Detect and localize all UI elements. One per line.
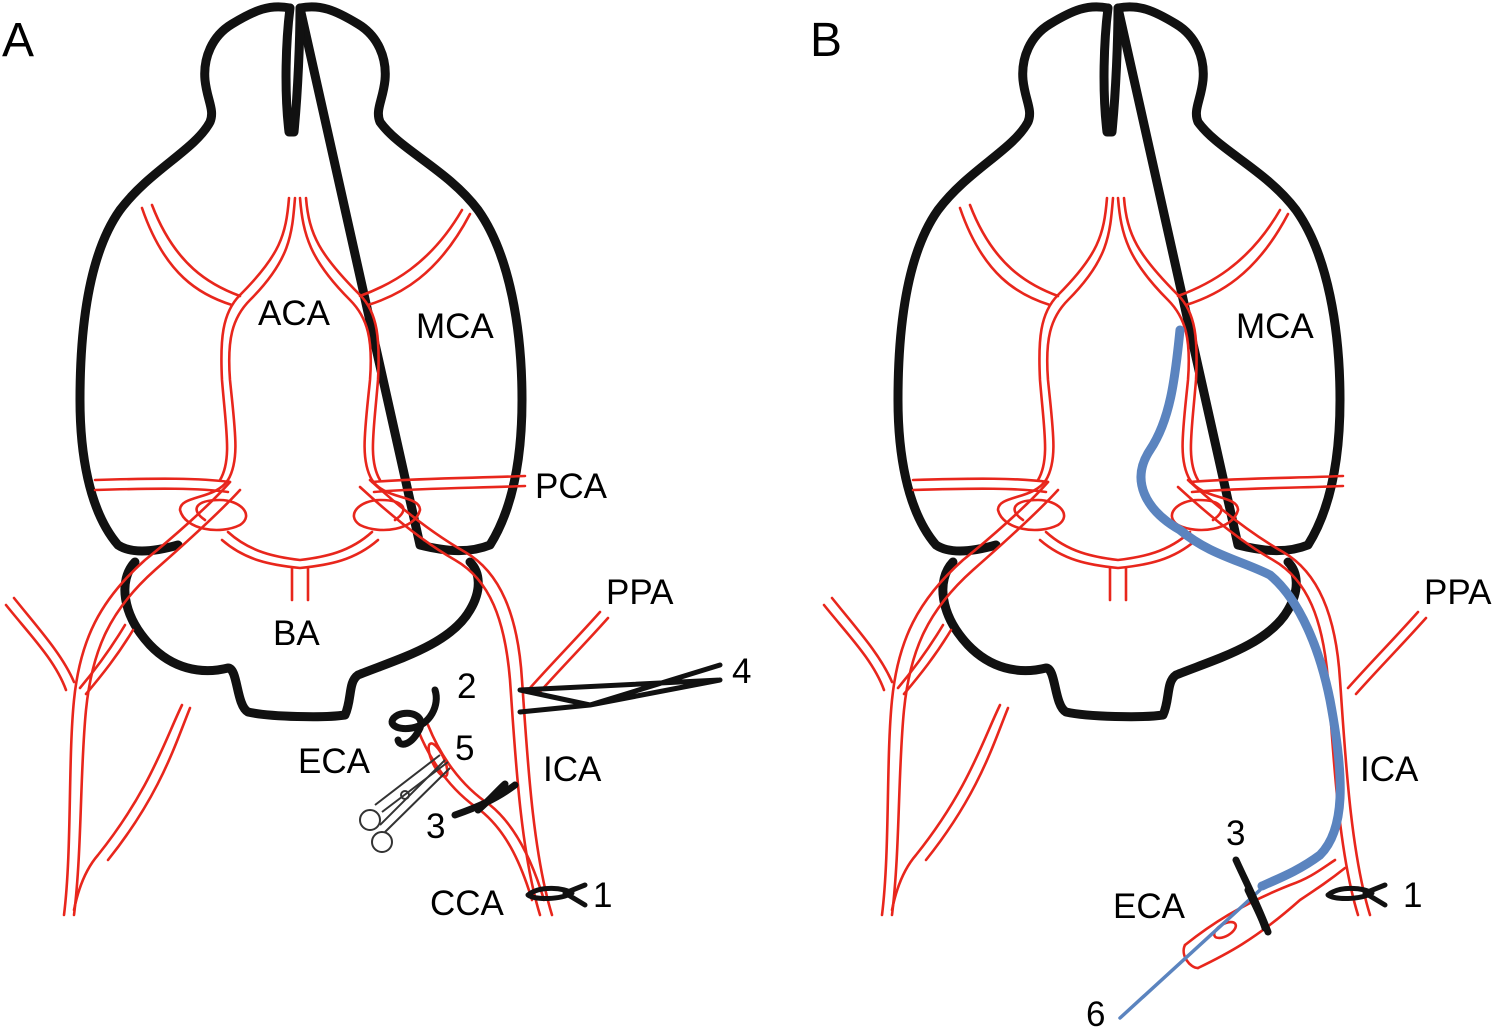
scissors-icon <box>359 754 451 853</box>
filament-tail <box>1118 888 1262 1020</box>
label-pca: PCA <box>535 467 608 506</box>
label-eca: ECA <box>298 742 371 781</box>
label-b-ica: ICA <box>1360 750 1419 789</box>
label-b-6: 6 <box>1086 995 1105 1029</box>
filament <box>1136 325 1345 891</box>
panel-b-brain-outline <box>898 7 1340 717</box>
label-ica: ICA <box>543 750 602 789</box>
label-4: 4 <box>732 652 751 691</box>
label-2: 2 <box>457 667 476 706</box>
label-aca: ACA <box>258 294 331 333</box>
suture-2 <box>388 686 440 748</box>
label-ba: BA <box>273 614 320 653</box>
panel-a-brain-outline <box>80 7 522 717</box>
panel-b: B MCA PPA ICA ECA 1 3 6 <box>810 7 1492 1029</box>
label-cca: CCA <box>430 884 505 923</box>
label-mca: MCA <box>416 307 494 346</box>
label-1: 1 <box>593 876 612 915</box>
label-3: 3 <box>426 807 445 846</box>
label-b-ppa: PPA <box>1424 573 1492 612</box>
suture-1 <box>525 882 588 908</box>
panel-a-letter: A <box>2 14 34 67</box>
label-b-mca: MCA <box>1236 307 1314 346</box>
incision-5-marker <box>427 742 449 778</box>
label-b-eca: ECA <box>1113 887 1186 926</box>
suture-1-b <box>1325 882 1388 908</box>
panel-b-letter: B <box>810 14 842 67</box>
label-b-1: 1 <box>1403 876 1422 915</box>
label-b-3: 3 <box>1226 814 1245 853</box>
suture-3-b <box>1232 856 1272 936</box>
label-ppa: PPA <box>606 573 674 612</box>
label-5: 5 <box>455 729 474 768</box>
suture-3 <box>451 780 519 819</box>
panel-b-eca-stump <box>1183 858 1337 947</box>
suture-4 <box>517 662 723 715</box>
panel-a: A ACA MCA PCA PPA BA ECA ICA CCA 1 2 <box>2 7 751 923</box>
